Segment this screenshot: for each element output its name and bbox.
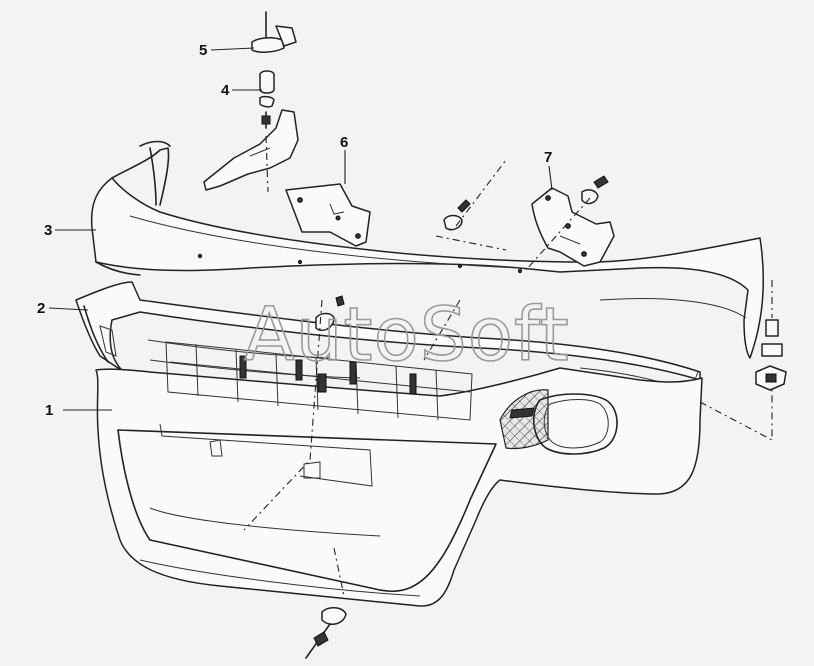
assembly-lines [243, 135, 773, 597]
callout-7: 7 [544, 149, 552, 166]
callout-4: 4 [221, 82, 230, 99]
callout-2: 2 [37, 300, 45, 317]
part-4-5-mount [203, 11, 299, 191]
part-2-grille-frame [75, 281, 701, 393]
part-7-bracket [531, 187, 615, 267]
callout-5: 5 [199, 42, 207, 59]
part-3-upper-bumper [90, 140, 764, 359]
part-6-bracket [285, 183, 371, 247]
callout-3: 3 [44, 222, 52, 239]
callout-1: 1 [45, 402, 53, 419]
callout-6: 6 [340, 134, 348, 151]
watermark: AutoSoft [244, 292, 570, 378]
part-1-lower-bumper [95, 341, 703, 607]
callout-leaders [48, 47, 553, 411]
